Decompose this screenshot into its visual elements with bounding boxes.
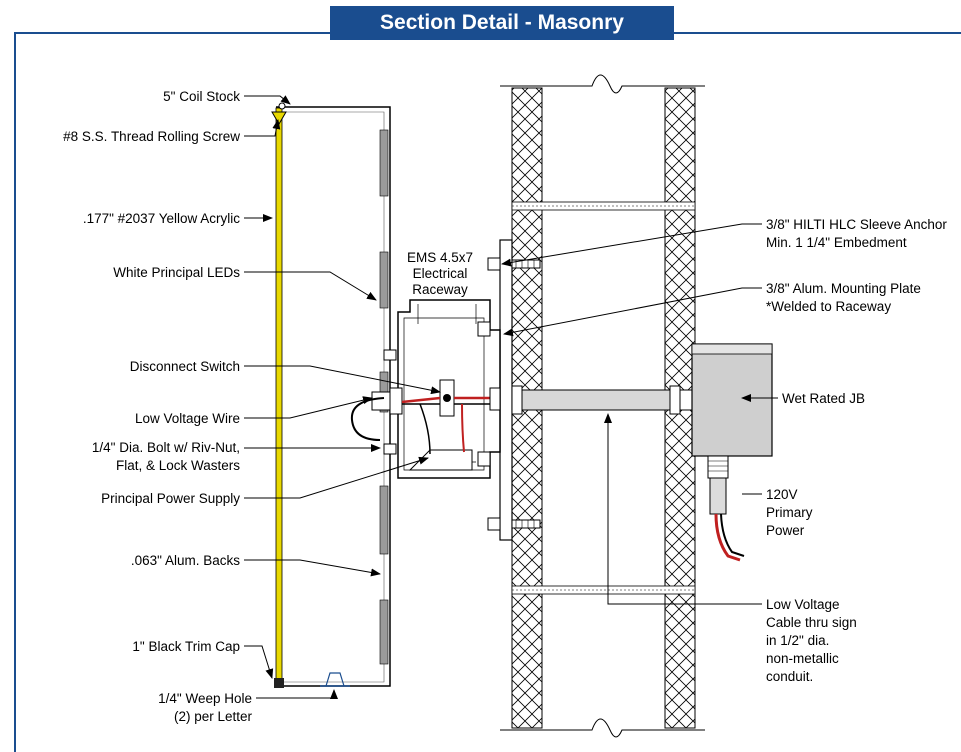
conduit	[487, 385, 693, 415]
label-bolt-line1: 1/4" Dia. Bolt w/ Riv-Nut,	[92, 440, 240, 455]
label-coil-stock: 5" Coil Stock	[163, 89, 240, 104]
label-leds: White Principal LEDs	[113, 265, 240, 280]
label-disconnect: Disconnect Switch	[130, 359, 240, 374]
label-power-line2: Primary	[766, 505, 813, 520]
label-cable-line5: conduit.	[766, 669, 813, 684]
label-raceway-line1: EMS 4.5x7	[407, 250, 473, 265]
label-jb: Wet Rated JB	[782, 391, 865, 406]
junction-box	[691, 343, 773, 562]
mounting-plate	[499, 239, 513, 541]
label-low-voltage-wire: Low Voltage Wire	[135, 411, 240, 426]
label-anchor-line1: 3/8" HILTI HLC Sleeve Anchor	[766, 217, 947, 232]
label-cable-line4: non-metallic	[766, 651, 839, 666]
label-cable-line2: Cable thru sign	[766, 615, 857, 630]
label-cable-line1: Low Voltage	[766, 597, 840, 612]
label-weep-line2: (2) per Letter	[174, 709, 253, 724]
label-raceway-line2: Electrical	[413, 266, 468, 281]
sleeve-anchor-bottom	[487, 517, 541, 531]
label-power-line3: Power	[766, 523, 805, 538]
label-acrylic: .177" #2037 Yellow Acrylic	[83, 211, 240, 226]
label-bolt-line2: Flat, & Lock Wasters	[116, 458, 240, 473]
drawing-title: Section Detail - Masonry	[330, 6, 674, 40]
label-screw: #8 S.S. Thread Rolling Screw	[63, 129, 240, 144]
label-weep-line1: 1/4" Weep Hole	[158, 691, 252, 706]
label-cable-line3: in 1/2" dia.	[766, 633, 829, 648]
label-power-supply: Principal Power Supply	[101, 491, 240, 506]
sleeve-anchor-top	[487, 257, 541, 271]
label-trim-cap: 1" Black Trim Cap	[132, 639, 240, 654]
label-anchor-line2: Min. 1 1/4" Embedment	[766, 235, 907, 250]
leader-lines	[244, 95, 778, 699]
label-plate-line2: *Welded to Raceway	[766, 299, 891, 314]
label-raceway-line3: Raceway	[412, 282, 468, 297]
label-backs: .063" Alum. Backs	[131, 553, 240, 568]
label-power-line1: 120V	[766, 487, 798, 502]
raceway	[350, 299, 501, 479]
label-plate-line1: 3/8" Alum. Mounting Plate	[766, 281, 921, 296]
